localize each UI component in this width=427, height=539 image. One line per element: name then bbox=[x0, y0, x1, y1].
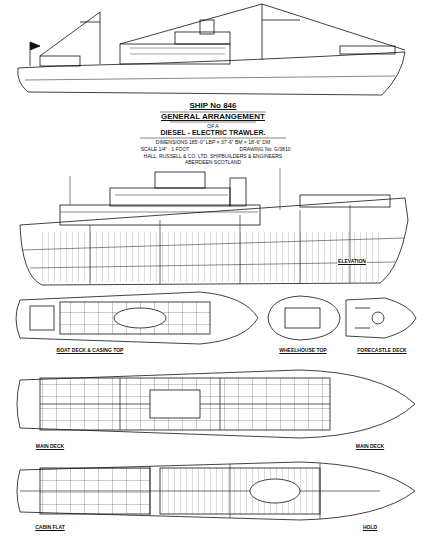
drawing-title: SHIP No 846 bbox=[189, 102, 238, 110]
drawing-label: BOAT DECK & CASING TOP bbox=[56, 348, 125, 353]
drawing-label: DIMENSIONS 185'-0" LBP × 37'-6" BM × 18'… bbox=[155, 140, 271, 145]
drawing-label: HALL, RUSSELL & CO. LTD. SHIPBUILDERS & … bbox=[143, 154, 283, 159]
drawing-label: DIESEL - ELECTRIC TRAWLER. bbox=[160, 129, 267, 136]
drawing-label: DRAWING No. G/3810 bbox=[239, 147, 292, 152]
drawing-label: MAIN DECK bbox=[355, 444, 385, 449]
drawing-label: HOLD bbox=[362, 525, 378, 530]
drawing-label: ELEVATION bbox=[337, 259, 367, 264]
drawing-label: CABIN FLAT bbox=[34, 525, 66, 530]
drawing-label: SCALE 1/4" : 1 FOOT bbox=[140, 147, 191, 152]
drawing-label: WHEELHOUSE TOP bbox=[278, 348, 327, 353]
drawing-label: GENERAL ARRANGEMENT bbox=[160, 113, 266, 121]
drawing-label: MAIN DECK bbox=[35, 444, 65, 449]
drawing-label: FORECASTLE DECK bbox=[356, 348, 407, 353]
drawing-label: ABERDEEN SCOTLAND bbox=[184, 160, 242, 165]
